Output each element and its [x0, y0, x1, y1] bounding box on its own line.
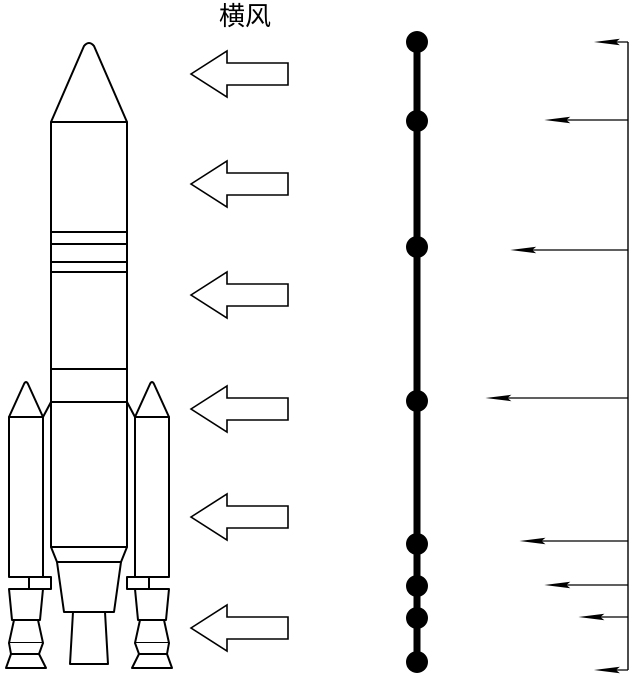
wind-arrows [189, 49, 289, 653]
load-arrow [519, 537, 628, 545]
rocket-nose-cone [50, 42, 128, 123]
load-arrow [578, 613, 628, 621]
beam-node [406, 31, 428, 53]
load-arrow [544, 581, 628, 589]
wind-arrow [189, 159, 289, 209]
beam-node [406, 607, 428, 629]
wind-arrow [189, 270, 289, 320]
load-arrow [593, 666, 628, 674]
left-booster [5, 381, 52, 669]
right-booster [126, 381, 173, 669]
beam-node [406, 390, 428, 412]
load-arrow [485, 394, 628, 402]
load-arrows [485, 38, 628, 674]
rocket-main-nozzle [69, 611, 109, 665]
beam-node [406, 236, 428, 258]
wind-label: 横风 [218, 2, 271, 32]
wind-arrow [189, 492, 289, 542]
wind-arrow [189, 49, 289, 99]
beam-node [406, 651, 428, 673]
beam-node [406, 110, 428, 132]
load-arrow [510, 246, 628, 254]
wind-arrow [189, 384, 289, 434]
load-arrow [544, 116, 628, 124]
load-arrow [593, 38, 628, 46]
rocket-engine-skirt [50, 546, 128, 563]
wind-arrow [189, 603, 289, 653]
beam-nodes [406, 31, 428, 673]
beam-node [406, 575, 428, 597]
beam-node [406, 533, 428, 555]
rocket-core-stage [50, 121, 128, 548]
rocket-illustration [5, 42, 173, 669]
